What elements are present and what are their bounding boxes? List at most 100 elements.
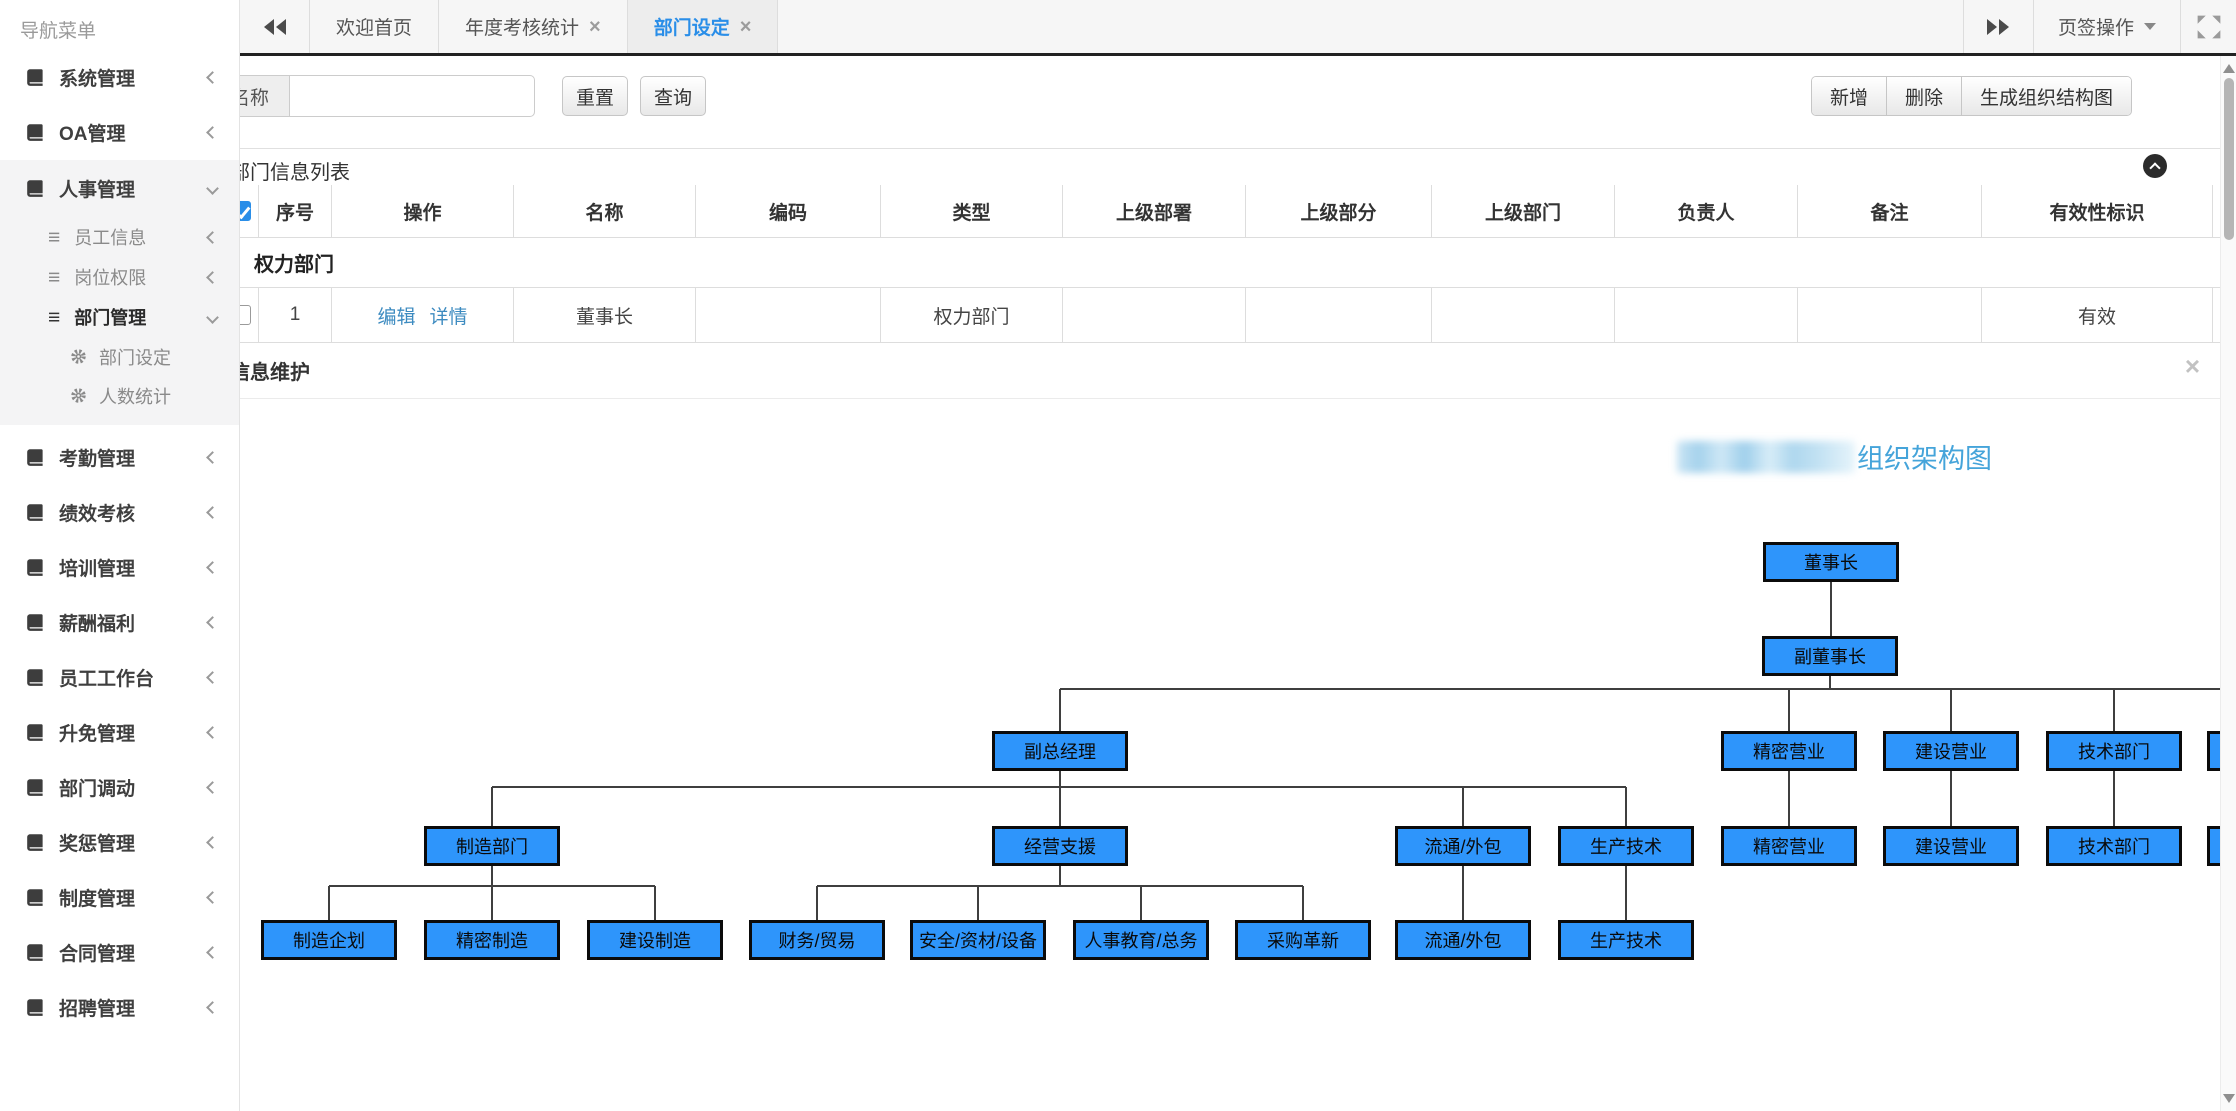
table-header-row: 序号操作名称编码类型上级部署上级部分上级部门负责人备注有效性标识 xyxy=(240,185,2220,238)
row-seq-cell: 1 xyxy=(259,288,332,342)
fullscreen-button[interactable] xyxy=(2180,0,2236,53)
department-table: 序号操作名称编码类型上级部署上级部分上级部门负责人备注有效性标识 权力部门 1 编… xyxy=(240,185,2220,343)
column-header: 序号 xyxy=(259,185,332,237)
sidebar-item-制度管理[interactable]: 制度管理 xyxy=(0,870,239,925)
sidebar-item-奖惩管理[interactable]: 奖惩管理 xyxy=(0,815,239,870)
row-select-cell xyxy=(240,288,259,342)
org-node: 制造部门 xyxy=(424,826,560,866)
chevron-left-icon xyxy=(206,71,219,84)
close-tab-icon[interactable]: × xyxy=(589,15,601,38)
close-tab-icon[interactable]: × xyxy=(739,15,752,38)
sidebar-item-department-setting[interactable]: 部门设定 xyxy=(0,337,239,376)
chevron-left-icon xyxy=(206,616,219,629)
sidebar-item-系统管理[interactable]: 系统管理 xyxy=(0,50,239,105)
scroll-down-arrow[interactable] xyxy=(2223,1094,2235,1103)
sidebar-item-招聘管理[interactable]: 招聘管理 xyxy=(0,980,239,1035)
book-icon xyxy=(26,448,45,467)
org-chart-title-text: 组织架构图 xyxy=(1857,444,1992,474)
list-icon: ≡ xyxy=(48,225,61,249)
sidebar-item-培训管理[interactable]: 培训管理 xyxy=(0,540,239,595)
book-icon xyxy=(26,68,45,87)
org-node: 副总经理 xyxy=(992,731,1128,771)
sidebar-item-label: 系统管理 xyxy=(59,69,136,90)
sidebar-item-OA管理[interactable]: OA管理 xyxy=(0,105,239,160)
list-icon: ≡ xyxy=(48,305,61,329)
query-button[interactable]: 查询 xyxy=(640,76,706,116)
book-icon xyxy=(26,943,45,962)
add-button[interactable]: 新增 xyxy=(1811,77,1886,115)
generate-org-chart-button[interactable]: 生成组织结构图 xyxy=(1960,77,2131,115)
sidebar-item-合同管理[interactable]: 合同管理 xyxy=(0,925,239,980)
book-icon xyxy=(26,558,45,577)
sidebar-item-label: 招聘管理 xyxy=(59,999,136,1020)
sidebar-item-考勤管理[interactable]: 考勤管理 xyxy=(0,430,239,485)
sidebar-item-label: 合同管理 xyxy=(59,944,136,965)
org-node: 经营支援 xyxy=(992,826,1128,866)
sidebar-item-label: 部门设定 xyxy=(99,347,171,368)
edit-link[interactable]: 编辑 xyxy=(377,306,416,328)
org-node: 采购革新 xyxy=(1235,920,1371,960)
search-input[interactable] xyxy=(289,75,535,117)
org-node: 建设营业 xyxy=(1883,731,2019,771)
tab-department-setting[interactable]: 部门设定 × xyxy=(627,0,779,53)
delete-button[interactable]: 删除 xyxy=(1885,77,1961,115)
sidebar-title: 导航菜单 xyxy=(20,21,97,42)
org-node: 精密营业 xyxy=(1721,731,1857,771)
sidebar-item-升免管理[interactable]: 升免管理 xyxy=(0,705,239,760)
tab-label: 欢迎首页 xyxy=(336,18,413,39)
column-header: 有效性标识 xyxy=(1982,185,2213,237)
sidebar-item-position-rights[interactable]: ≡ 岗位权限 xyxy=(0,257,239,297)
scroll-tabs-left-button[interactable] xyxy=(240,0,310,53)
org-node: 建设制造 xyxy=(587,920,723,960)
sidebar-item-员工工作台[interactable]: 员工工作台 xyxy=(0,650,239,705)
sidebar-item-部门调动[interactable]: 部门调动 xyxy=(0,760,239,815)
double-left-arrow-icon xyxy=(263,18,274,35)
sidebar-item-department-management[interactable]: ≡ 部门管理 xyxy=(0,297,239,337)
column-header: 上级部署 xyxy=(1063,185,1246,237)
collapse-panel-button[interactable] xyxy=(2143,154,2167,178)
sidebar-item-hr-management[interactable]: 人事管理 xyxy=(0,160,239,217)
detail-link[interactable]: 详情 xyxy=(429,306,468,328)
org-node: 流通/外包 xyxy=(1395,826,1531,866)
chevron-left-icon xyxy=(206,781,219,794)
close-icon[interactable]: × xyxy=(2184,351,2200,381)
main-area: 欢迎首页 年度考核统计 × 部门设定 × 页签操作 xyxy=(240,0,2236,1111)
chevron-left-icon xyxy=(206,836,219,849)
scroll-up-arrow[interactable] xyxy=(2223,64,2235,73)
book-icon xyxy=(26,613,45,632)
tab-welcome[interactable]: 欢迎首页 xyxy=(310,0,440,53)
column-header: 上级部门 xyxy=(1432,185,1615,237)
sidebar-item-绩效考核[interactable]: 绩效考核 xyxy=(0,485,239,540)
sidebar-item-headcount-statistics[interactable]: 人数统计 xyxy=(0,376,239,415)
book-icon xyxy=(26,503,45,522)
scroll-tabs-right-button[interactable] xyxy=(1962,0,2033,53)
sidebar-group-bottom: 考勤管理绩效考核培训管理薪酬福利员工工作台升免管理部门调动奖惩管理制度管理合同管… xyxy=(0,425,239,1035)
reset-button[interactable]: 重置 xyxy=(562,76,628,116)
gears-icon xyxy=(70,348,87,365)
column-header: 备注 xyxy=(1798,185,1982,237)
sidebar-item-薪酬福利[interactable]: 薪酬福利 xyxy=(0,595,239,650)
sidebar-section-hr-management: 人事管理 ≡ 员工信息 ≡ 岗位权限 ≡ 部门管理 xyxy=(0,160,239,425)
book-icon xyxy=(26,833,45,852)
tab-label: 部门设定 xyxy=(653,18,730,39)
table-group-row: 权力部门 xyxy=(240,238,2220,288)
gears-icon xyxy=(70,387,87,404)
select-all-checkbox[interactable] xyxy=(240,201,251,221)
chevron-left-icon xyxy=(206,230,219,244)
tab-annual-assessment[interactable]: 年度考核统计 × xyxy=(439,0,628,53)
org-chart-connectors xyxy=(328,582,2220,920)
tab-operations-dropdown[interactable]: 页签操作 xyxy=(2032,0,2180,53)
org-chart-title: 组织架构图 xyxy=(1677,437,1992,476)
scrollbar-thumb[interactable] xyxy=(2224,78,2234,240)
org-node: 流通/外包 xyxy=(1395,920,1531,960)
row-cell xyxy=(1432,288,1615,342)
sidebar-item-employee-info[interactable]: ≡ 员工信息 xyxy=(0,217,239,257)
double-right-arrow-icon xyxy=(1987,18,1998,35)
sidebar-item-label: 制度管理 xyxy=(59,889,136,910)
book-icon xyxy=(26,888,45,907)
column-header: 操作 xyxy=(332,185,514,237)
row-checkbox[interactable] xyxy=(240,305,251,325)
sidebar-item-label: 人事管理 xyxy=(59,180,136,201)
org-node: 生产技术 xyxy=(1558,920,1694,960)
